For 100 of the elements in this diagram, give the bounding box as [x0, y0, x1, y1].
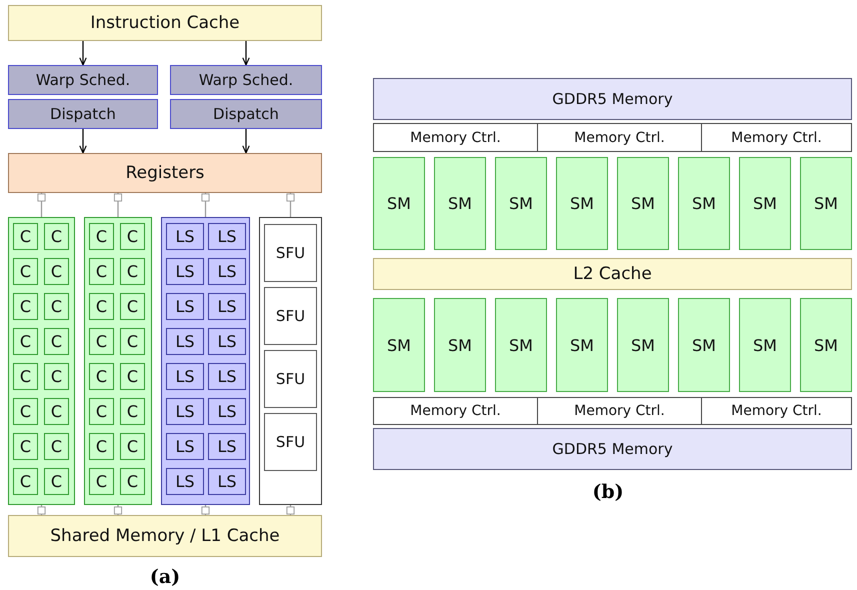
core-box	[44, 258, 69, 285]
core-box	[120, 363, 145, 390]
core-label: C	[50, 367, 62, 386]
core-label: C	[96, 332, 108, 351]
core-box	[13, 293, 38, 320]
memory-controller-box	[373, 123, 538, 152]
memory-controller-box	[373, 397, 538, 425]
core-label: C	[126, 227, 138, 246]
load-store-box	[208, 293, 246, 320]
core-label: C	[20, 332, 32, 351]
memory-box	[373, 78, 852, 120]
sm-label: SM	[692, 336, 716, 354]
sm-box	[556, 298, 608, 392]
core-label: C	[96, 472, 108, 491]
unit-label: Warp Sched.	[198, 71, 294, 89]
sm-box	[617, 298, 669, 392]
core-box	[44, 398, 69, 425]
sm-box	[617, 157, 669, 250]
memory-controller-label: Memory Ctrl.	[731, 130, 822, 146]
unit-label: Warp Sched.	[36, 71, 130, 89]
sm-box	[434, 157, 486, 250]
sm-label: SM	[448, 336, 472, 354]
port-connector	[37, 193, 46, 217]
memory-controller-box	[701, 123, 852, 152]
core-box	[120, 433, 145, 460]
load-store-label: LS	[175, 472, 195, 491]
unit-label: Dispatch	[50, 105, 116, 123]
core-box	[89, 433, 114, 460]
load-store-label: LS	[217, 437, 237, 456]
sfu-label: SFU	[276, 307, 306, 325]
core-label: C	[50, 402, 62, 421]
sm-box	[495, 157, 547, 250]
core-label: C	[126, 262, 138, 281]
cache-box	[8, 515, 322, 557]
sm-label: SM	[753, 194, 777, 213]
sm-label: SM	[814, 336, 838, 354]
sm-box	[373, 298, 425, 392]
sfu-box	[264, 350, 317, 408]
core-box	[89, 223, 114, 250]
sm-box	[678, 298, 730, 392]
core-label: C	[126, 332, 138, 351]
load-store-label: LS	[175, 367, 195, 386]
load-store-label: LS	[217, 367, 237, 386]
cache-label: Shared Memory / L1 Cache	[50, 526, 280, 546]
sm-box	[800, 157, 852, 250]
arrow	[242, 129, 250, 154]
core-label: C	[96, 402, 108, 421]
port-connector	[201, 193, 210, 217]
core-box	[120, 258, 145, 285]
port-connector	[37, 505, 46, 515]
port-connector	[286, 505, 295, 515]
sm-label: SM	[448, 194, 472, 213]
core-box	[89, 468, 114, 495]
core-box	[44, 223, 69, 250]
memory-label: GDDR5 Memory	[552, 90, 673, 108]
sm-box	[434, 298, 486, 392]
sfu-label: SFU	[276, 370, 306, 388]
core-box	[120, 398, 145, 425]
core-column	[8, 217, 75, 505]
sfu-box	[264, 224, 317, 282]
core-box	[44, 293, 69, 320]
subfigure-label: (b)	[592, 481, 624, 503]
core-label: C	[96, 227, 108, 246]
memory-controller-label: Memory Ctrl.	[731, 403, 822, 419]
load-store-label: LS	[217, 297, 237, 316]
load-store-box	[208, 433, 246, 460]
core-box	[13, 468, 38, 495]
load-store-label: LS	[175, 332, 195, 351]
load-store-box	[166, 328, 204, 355]
core-label: C	[126, 367, 138, 386]
sm-label: SM	[631, 194, 655, 213]
sfu-label: SFU	[276, 244, 306, 262]
core-label: C	[50, 472, 62, 491]
register-box	[8, 153, 322, 193]
core-box	[120, 223, 145, 250]
memory-controller-box	[537, 123, 702, 152]
port-connector	[286, 193, 295, 217]
load-store-box	[166, 293, 204, 320]
core-box	[13, 328, 38, 355]
sm-box	[373, 157, 425, 250]
core-box	[13, 363, 38, 390]
core-label: C	[20, 367, 32, 386]
core-box	[44, 363, 69, 390]
sm-box	[739, 157, 791, 250]
load-store-box	[208, 398, 246, 425]
load-store-box	[166, 468, 204, 495]
load-store-label: LS	[175, 402, 195, 421]
memory-controller-box	[537, 397, 702, 425]
load-store-box	[166, 433, 204, 460]
subfigure-label: (a)	[150, 566, 180, 588]
sm-box	[800, 298, 852, 392]
unit-box	[8, 65, 158, 95]
sfu-box	[264, 413, 317, 471]
memory-controller-box	[701, 397, 852, 425]
load-store-label: LS	[175, 227, 195, 246]
core-box	[13, 223, 38, 250]
core-box	[13, 433, 38, 460]
sfu-box	[264, 287, 317, 345]
core-box	[44, 468, 69, 495]
arrow	[79, 129, 87, 154]
